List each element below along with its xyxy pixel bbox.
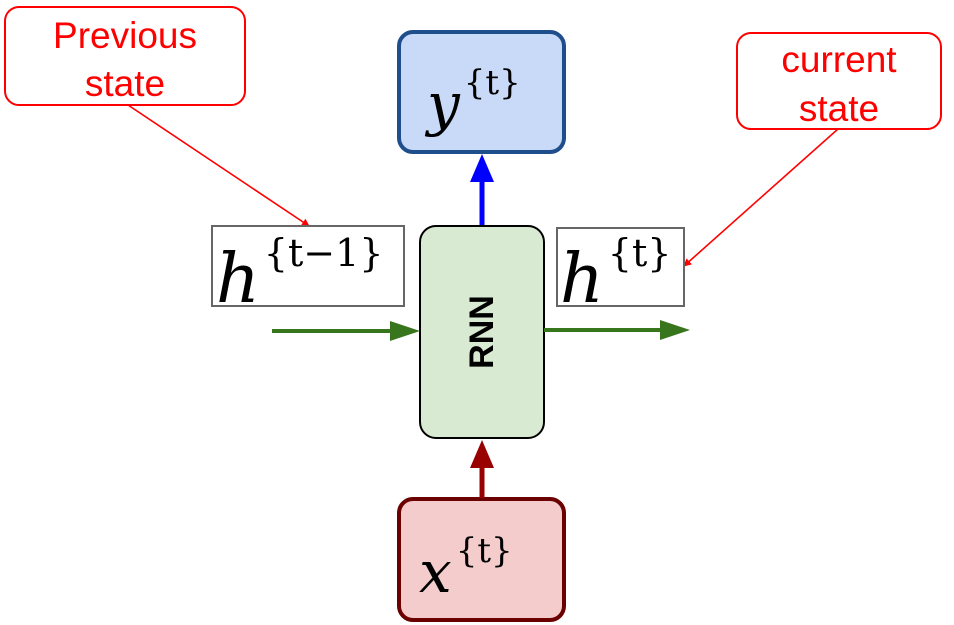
output-node-box xyxy=(397,30,566,154)
output-sup: {t} xyxy=(464,63,521,103)
curr-hidden-arrow xyxy=(544,320,690,340)
current-state-callout: current state xyxy=(736,32,942,130)
previous-state-pointer xyxy=(127,104,310,227)
input-node-box xyxy=(397,497,566,622)
prev-hidden-label: h {t−1} xyxy=(216,231,383,319)
current-state-line2: state xyxy=(799,88,879,129)
output-var: y xyxy=(424,70,461,138)
input-label: x {t} xyxy=(419,531,513,606)
rnn-cell: RNN xyxy=(419,225,545,439)
prev-hidden-arrow xyxy=(272,321,420,341)
current-state-callout-box xyxy=(736,32,942,130)
previous-state-callout-box xyxy=(4,6,246,106)
input-arrow xyxy=(470,440,494,498)
current-state-line1: current xyxy=(781,39,897,80)
input-sup: {t} xyxy=(456,531,513,571)
prev-hidden-box xyxy=(211,225,405,307)
previous-state-callout: Previous state xyxy=(4,6,246,106)
input-var: x xyxy=(419,538,452,606)
input-node: x {t} xyxy=(397,497,566,622)
prev-hidden-sup: {t−1} xyxy=(264,231,384,275)
curr-hidden-label: h {t} xyxy=(560,231,671,319)
prev-hidden-var: h xyxy=(216,240,260,319)
prev-hidden-state: h {t−1} xyxy=(211,225,405,319)
previous-state-line2: state xyxy=(85,63,165,104)
curr-hidden-sup: {t} xyxy=(608,231,672,275)
rnn-label: RNN xyxy=(463,295,501,369)
previous-state-line1: Previous xyxy=(53,15,197,56)
output-node: y {t} xyxy=(397,30,566,154)
curr-hidden-var: h xyxy=(560,240,604,319)
curr-hidden-box xyxy=(556,227,685,307)
output-arrow xyxy=(470,154,494,226)
current-state-pointer xyxy=(683,128,839,267)
curr-hidden-state: h {t} xyxy=(556,227,685,319)
output-label: y {t} xyxy=(424,63,521,138)
